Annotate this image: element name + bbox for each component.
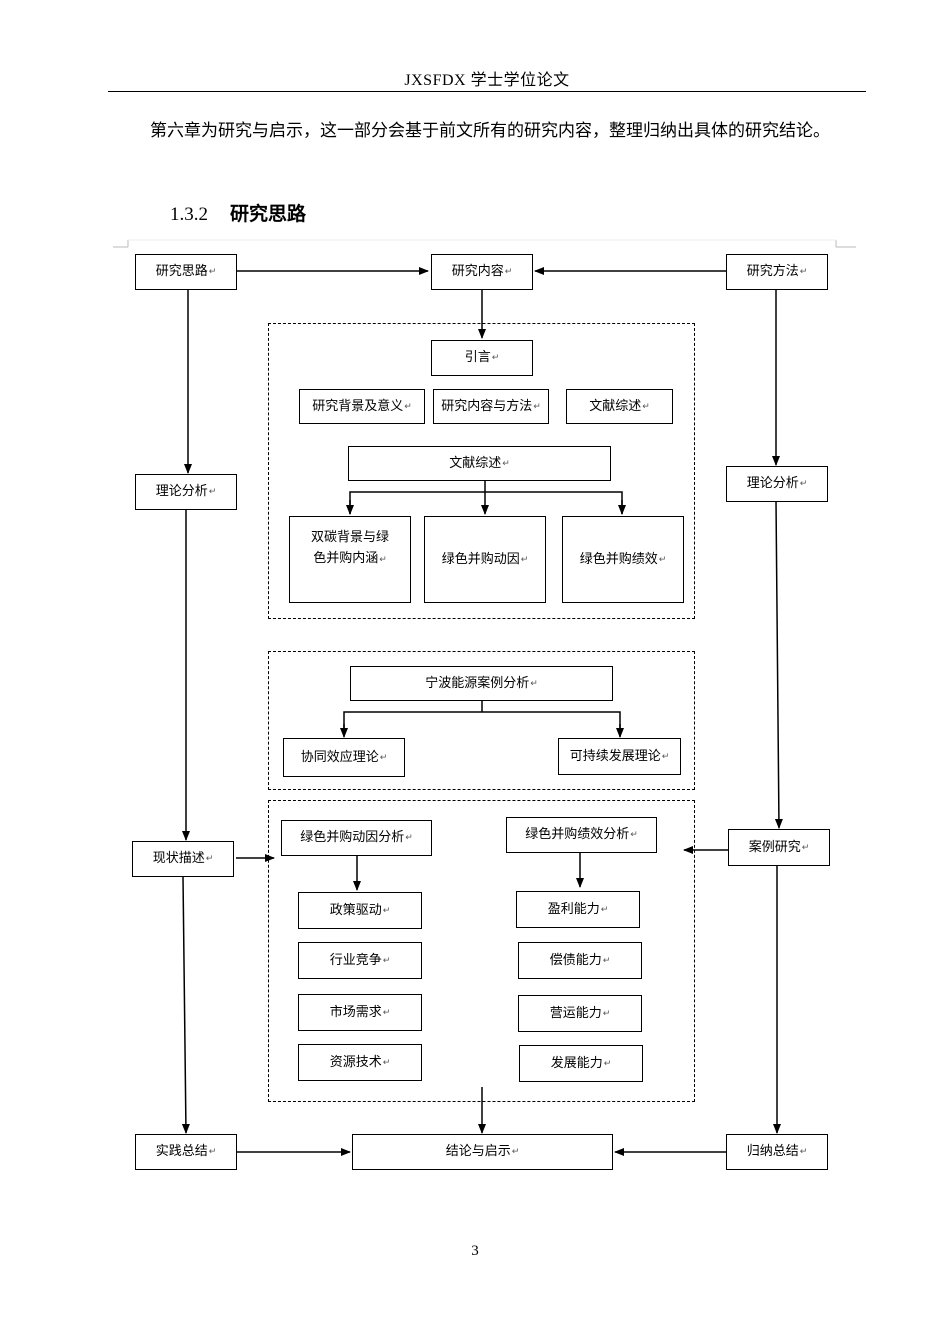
node-perf-solvency: 偿债能力↵: [518, 942, 642, 979]
node-perf-operation: 营运能力↵: [518, 995, 642, 1032]
node-review-dual-carbon: 双碳背景与绿色并购内涵↵: [289, 516, 411, 603]
arrow-analysis-to-case: [774, 500, 783, 829]
node-motive-market: 市场需求↵: [298, 994, 422, 1031]
body-paragraph: 第六章为研究与启示，这一部分会基于前文所有的研究内容，整理归纳出具体的研究结论。: [150, 121, 830, 141]
section-title: 研究思路: [230, 203, 307, 225]
node-case-study: 案例研究↵: [728, 829, 830, 866]
node-conclusion: 结论与启示↵: [352, 1134, 613, 1170]
header-rule: [108, 91, 866, 92]
node-status-description: 现状描述↵: [132, 841, 234, 877]
node-sustainable-theory: 可持续发展理论↵: [558, 738, 681, 775]
region-corner-marks: [113, 239, 856, 248]
group-case-analysis: [268, 651, 695, 790]
node-ningbo-case: 宁波能源案例分析↵: [350, 666, 613, 701]
node-inductive-summary: 归纳总结↵: [726, 1134, 828, 1170]
node-motive-policy: 政策驱动↵: [298, 892, 422, 929]
group-intro-review: [268, 323, 695, 619]
node-review-performance: 绿色并购绩效↵: [562, 516, 684, 603]
node-practice-summary: 实践总结↵: [135, 1134, 237, 1170]
section-number: 1.3.2: [170, 204, 208, 225]
node-right-theory-analysis: 理论分析↵: [726, 466, 828, 502]
node-research-method: 研究方法↵: [726, 254, 828, 290]
node-intro: 引言↵: [431, 340, 533, 376]
node-motive-analysis: 绿色并购动因分析↵: [281, 820, 432, 856]
node-review-motive: 绿色并购动因↵: [424, 516, 546, 603]
running-header: JXSFDX 学士学位论文: [404, 72, 570, 89]
node-research-content: 研究内容↵: [431, 254, 533, 290]
node-perf-profit: 盈利能力↵: [516, 891, 640, 928]
section-heading: 1.3.2 研究思路: [170, 199, 306, 226]
group-motive-performance: [268, 800, 695, 1102]
node-synergy-theory: 协同效应理论↵: [283, 738, 405, 777]
node-literature-review: 文献综述↵: [348, 446, 611, 481]
node-motive-resource: 资源技术↵: [298, 1044, 422, 1081]
node-motive-industry: 行业竞争↵: [298, 942, 422, 979]
node-perf-development: 发展能力↵: [519, 1045, 643, 1082]
node-intro-literature: 文献综述↵: [566, 389, 673, 424]
page-number: 3: [471, 1243, 479, 1259]
node-left-theory-analysis: 理论分析↵: [135, 474, 237, 510]
node-intro-background: 研究背景及意义↵: [299, 389, 425, 424]
arrow-status-to-summary: [181, 876, 190, 1134]
node-research-idea: 研究思路↵: [135, 254, 237, 290]
node-intro-content-method: 研究内容与方法↵: [433, 389, 549, 424]
node-perf-analysis: 绿色并购绩效分析↵: [506, 817, 657, 853]
